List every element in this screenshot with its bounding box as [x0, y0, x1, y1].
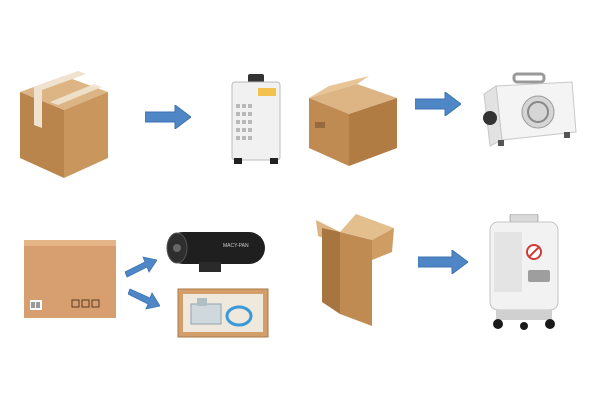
arrow-right-icon [145, 105, 191, 129]
arrow-down-right [128, 288, 160, 310]
arrow-up-right [125, 256, 157, 278]
taped-cardboard-box [20, 70, 108, 180]
arrow-right-1 [145, 105, 191, 129]
closed-box-icon [309, 76, 397, 166]
accessories-tray [177, 288, 269, 338]
closed-cardboard-box [305, 72, 401, 168]
air-compressor [480, 72, 580, 152]
open-cardboard-box [316, 214, 396, 328]
arrow-right-2 [415, 92, 461, 116]
arrow-up-right-icon [125, 256, 157, 278]
open-box-icon [316, 214, 394, 326]
hyperbaric-chamber: MACY-PAN [165, 228, 267, 274]
air-compressor-icon [483, 72, 577, 147]
arrow-down-right-icon [128, 288, 160, 310]
compressor-unit-icon [231, 74, 281, 164]
labeled-box-icon [24, 240, 116, 318]
arrow-right-3 [418, 250, 468, 274]
arrow-right-icon [415, 92, 461, 116]
labeled-cardboard-box [22, 238, 118, 320]
accessories-tray-icon [177, 288, 269, 338]
chamber-brand-text: MACY-PAN [223, 243, 249, 249]
hyperbaric-chamber-icon: MACY-PAN [166, 232, 265, 272]
taped-box-icon [20, 71, 108, 178]
arrow-right-icon [418, 250, 468, 274]
compressor-unit [228, 74, 284, 166]
oxygen-concentrator [484, 214, 564, 330]
oxygen-concentrator-icon [489, 214, 559, 330]
